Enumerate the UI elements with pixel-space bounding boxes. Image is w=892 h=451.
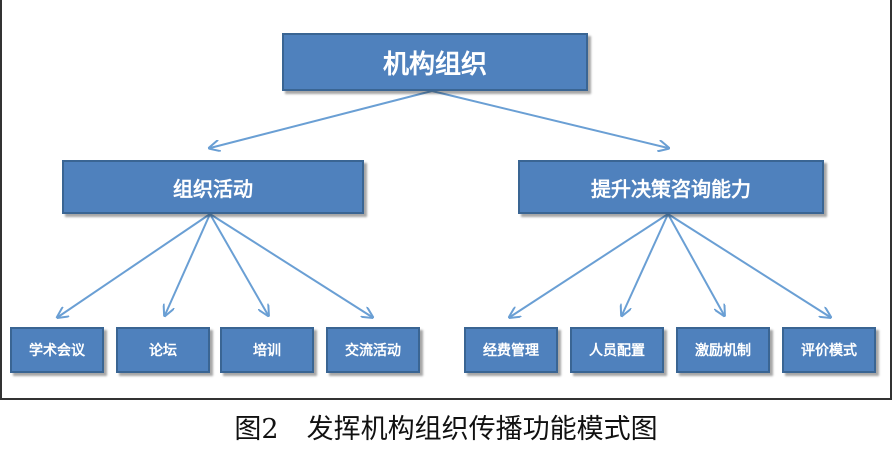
leaf-node-2-4: 评价模式	[782, 327, 876, 373]
edge-root-to-branch-2	[431, 90, 668, 148]
leaf-node-2-2: 人员配置	[570, 327, 664, 373]
edge-branch-1-leaf-4	[209, 213, 372, 317]
branch-node-2: 提升决策咨询能力	[518, 160, 824, 214]
leaf-node-1-2: 论坛	[116, 327, 210, 373]
frame-border-left	[0, 0, 2, 400]
diagram-frame: 机构组织 组织活动 提升决策咨询能力 学术会议 论坛 培训 交流活动 经费管理 …	[0, 0, 892, 400]
frame-border-right	[890, 0, 892, 400]
edge-branch-2-leaf-4	[667, 213, 830, 317]
caption-number: 图2	[234, 413, 279, 445]
edge-root-to-branch-1	[210, 90, 433, 148]
edge-branch-2-leaf-3	[667, 213, 724, 315]
leaf-node-1-3: 培训	[220, 327, 314, 373]
branch-node-1: 组织活动	[62, 160, 364, 214]
diagram-edges	[0, 90, 892, 400]
edge-branch-1-leaf-3	[209, 213, 268, 315]
edge-branch-2-leaf-2	[622, 213, 669, 315]
figure-caption: 图2 发挥机构组织传播功能模式图	[0, 404, 892, 448]
edge-branch-1-leaf-1	[58, 213, 211, 317]
root-node: 机构组织	[282, 33, 588, 91]
leaf-node-2-3: 激励机制	[676, 327, 770, 373]
edge-branch-2-leaf-1	[510, 213, 669, 317]
caption-text: 发挥机构组织传播功能模式图	[306, 413, 658, 445]
leaf-node-1-1: 学术会议	[10, 327, 104, 373]
leaf-node-2-1: 经费管理	[464, 327, 558, 373]
leaf-node-1-4: 交流活动	[326, 327, 420, 373]
edge-branch-1-leaf-2	[165, 213, 211, 315]
frame-border-bottom	[0, 398, 892, 400]
